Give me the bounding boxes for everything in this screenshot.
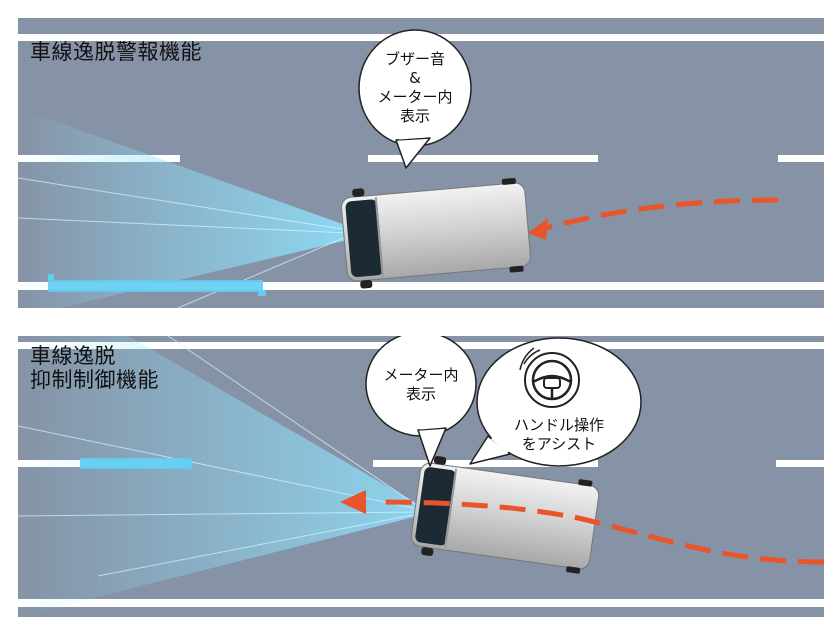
speech-bubble xyxy=(358,29,472,169)
bubble-text-meter: メーター内 表示 xyxy=(383,366,459,403)
travel-path xyxy=(537,197,779,233)
camera-beam xyxy=(18,336,418,617)
speech-bubble-steering xyxy=(469,337,642,467)
bubble-text: ブザー音 & メーター内 表示 xyxy=(377,50,453,125)
center-dash xyxy=(373,460,598,467)
detected-lane-highlight xyxy=(80,458,192,469)
warning-scene xyxy=(18,29,824,308)
detected-lane-highlight xyxy=(48,280,263,292)
steering-wheel-icon xyxy=(519,347,580,408)
panel-title: 車線逸脱警報機能 xyxy=(30,40,202,64)
van-icon xyxy=(341,178,531,289)
bottom-lane-line xyxy=(18,282,824,290)
center-dash xyxy=(778,155,824,162)
speech-bubble-meter xyxy=(365,336,477,467)
arrow-head xyxy=(340,490,366,514)
control-scene xyxy=(18,336,824,617)
lane-keep-control-panel: 車線逸脱 抑制制御機能 メーター内 表示 ハンドル操作 をアシスト xyxy=(18,336,824,617)
bottom-lane-line xyxy=(18,599,824,607)
center-dash xyxy=(368,155,598,162)
panel-title: 車線逸脱 抑制制御機能 xyxy=(30,344,159,392)
travel-path xyxy=(377,499,824,565)
camera-beam xyxy=(18,108,348,308)
arrow-head xyxy=(528,218,548,240)
van-icon xyxy=(410,456,600,574)
bubble-text-steering: ハンドル操作 をアシスト xyxy=(513,416,604,453)
center-dash xyxy=(776,460,824,467)
lane-departure-warning-panel: 車線逸脱警報機能 ブザー音 & メーター内 表示 xyxy=(18,18,824,308)
